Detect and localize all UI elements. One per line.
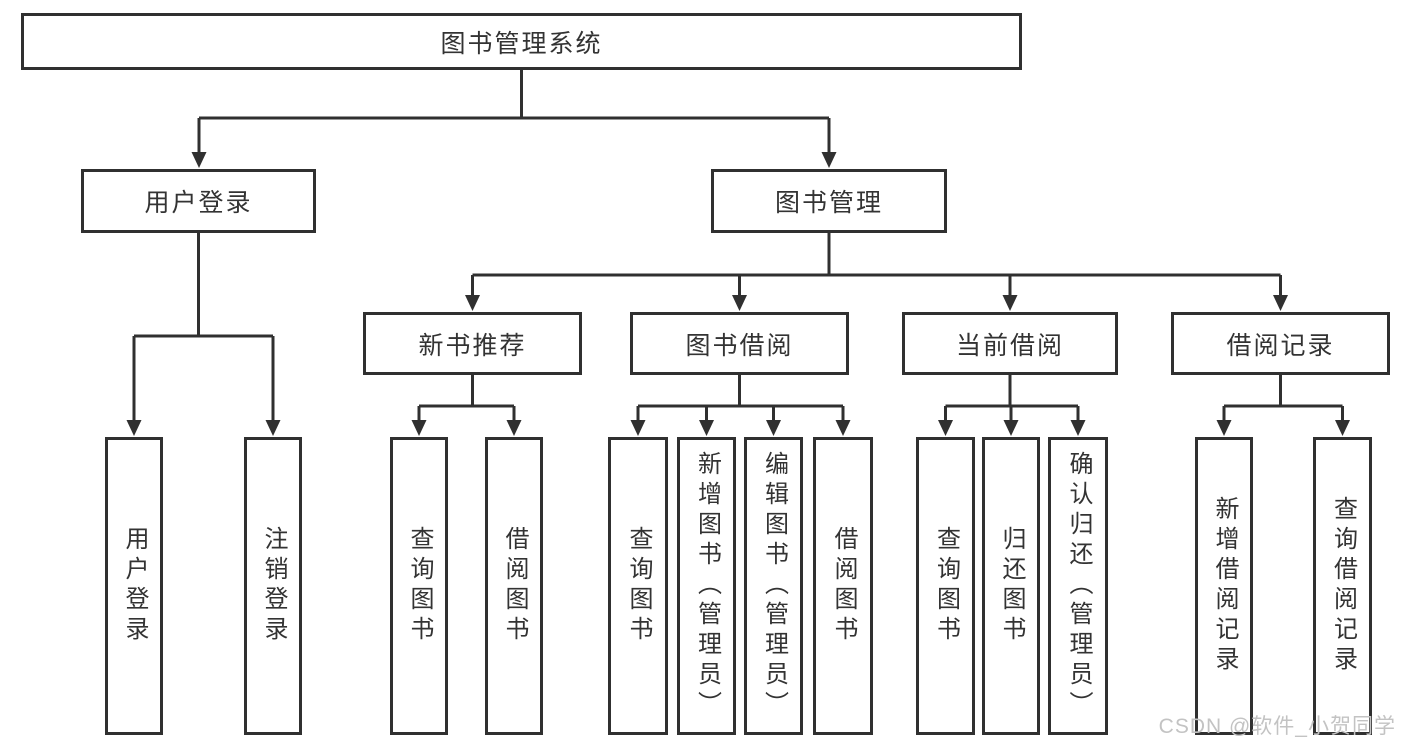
connector-borrow-records [1216,375,1350,436]
connector-book-management [465,233,1288,311]
arrowhead-icon [465,295,480,311]
node-book-management: 图书管理 [711,169,947,233]
connector-book-borrow [630,375,851,436]
node-records-query-record: 查询借阅记录 [1313,437,1372,735]
connector-root [191,70,837,168]
arrowhead-icon [835,420,851,436]
arrowhead-icon [938,420,953,436]
arrowhead-icon [699,420,714,436]
node-current-borrow: 当前借阅 [902,312,1118,375]
arrowhead-icon [126,420,142,436]
node-borrow-records: 借阅记录 [1171,312,1390,375]
watermark: CSDN @软件_小贺同学 [1158,715,1396,738]
node-current-return-book: 归还图书 [982,437,1040,735]
arrowhead-icon [732,295,747,311]
node-current-query-book: 查询图书 [916,437,975,735]
node-user-login: 用户登录 [81,169,316,233]
node-new-book-recommend: 新书推荐 [363,312,582,375]
node-records-add-record: 新增借阅记录 [1195,437,1253,735]
arrowhead-icon [1273,295,1288,311]
connector-new-book-recommend [411,375,522,436]
node-leaf-logout: 注销登录 [244,437,302,735]
arrowhead-icon [1003,420,1019,436]
node-borrow-add-book: 新增图书（管理员） [677,437,736,735]
arrowhead-icon [630,420,646,436]
arrowhead-icon [506,420,522,436]
arrowhead-icon [1335,420,1350,436]
arrowhead-icon [411,420,427,436]
arrowhead-icon [191,152,207,168]
arrowhead-icon [821,152,837,168]
connector-user-login [126,233,281,436]
node-leaf-user-login: 用户登录 [105,437,163,735]
node-recommend-query-book: 查询图书 [390,437,448,735]
arrowhead-icon [766,420,781,436]
node-book-borrow: 图书借阅 [630,312,849,375]
connector-current-borrow [938,375,1086,436]
node-root: 图书管理系统 [21,13,1022,70]
node-recommend-borrow-book: 借阅图书 [485,437,543,735]
node-borrow-borrow-book: 借阅图书 [813,437,873,735]
arrowhead-icon [1216,420,1232,436]
arrowhead-icon [265,420,281,436]
arrowhead-icon [1070,420,1086,436]
node-borrow-edit-book: 编辑图书（管理员） [744,437,803,735]
node-borrow-query-book: 查询图书 [608,437,668,735]
arrowhead-icon [1002,295,1018,311]
node-current-confirm-return: 确认归还（管理员） [1048,437,1108,735]
